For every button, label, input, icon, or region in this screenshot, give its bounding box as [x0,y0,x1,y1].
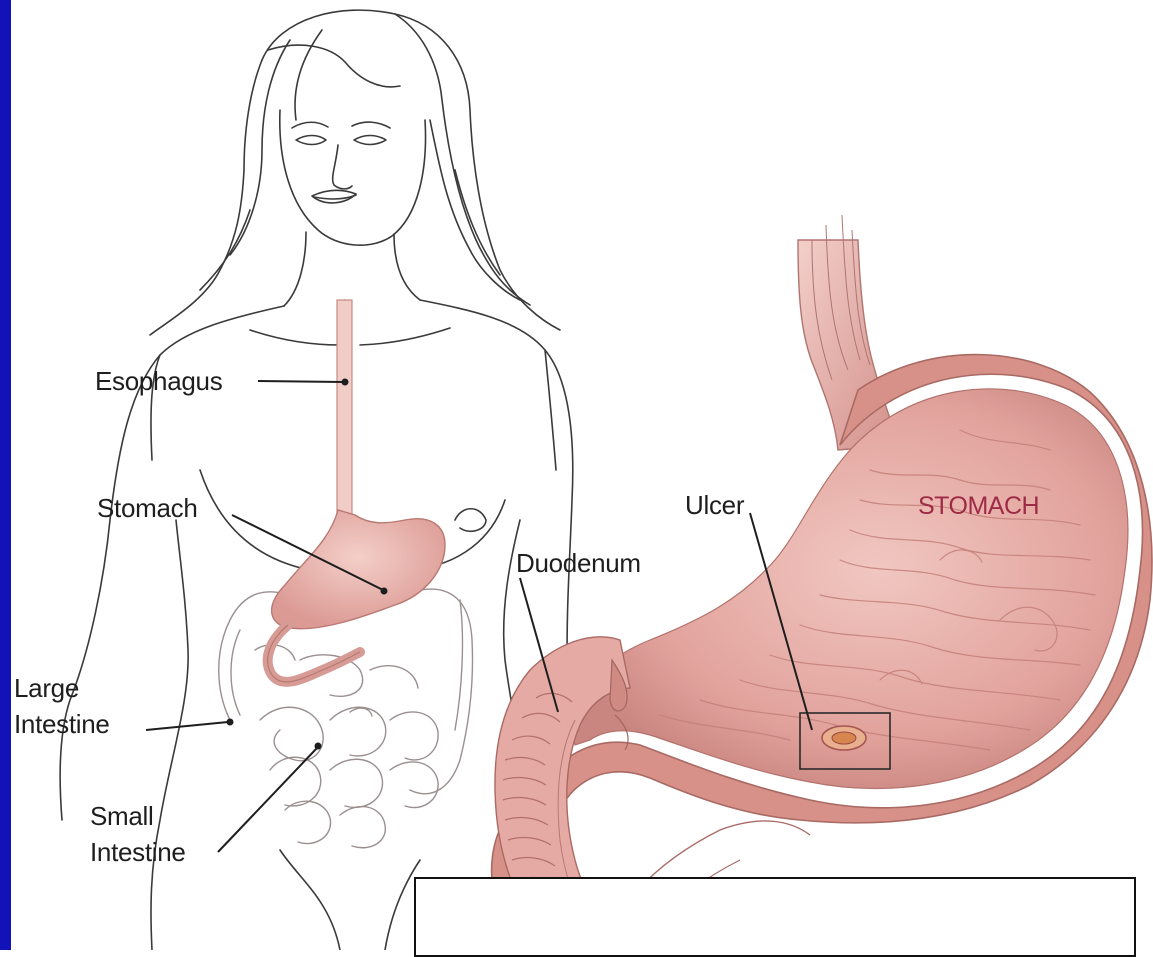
label-esophagus: Esophagus [95,366,222,396]
figure-digestive-organs [268,300,445,682]
intestines-lineart [219,589,473,848]
stomach-cross-section [492,215,1152,950]
hair-outline [262,10,560,330]
torso [151,520,188,950]
right-arm [420,300,573,700]
neck [284,232,306,306]
caption-box [414,877,1136,957]
label-duodenum: Duodenum [516,548,641,578]
label-small-intestine-line2: Intestine [90,834,186,870]
large-intestine-leader [146,722,228,730]
label-large-intestine-line2: Intestine [14,706,110,742]
label-small-intestine-line1: Small [90,798,186,834]
esophagus-leader [258,381,343,382]
label-small-intestine: Small Intestine [90,798,186,870]
face-outline [280,110,426,245]
label-ulcer: Ulcer [685,490,744,520]
label-large-intestine: Large Intestine [14,670,110,742]
figure-stomach [272,510,445,629]
label-large-intestine-line1: Large [14,670,110,706]
figure-esophagus [337,300,352,524]
label-stomach-caps: STOMACH [918,492,1039,521]
small-intestine-leader [218,748,317,852]
label-stomach: Stomach [97,493,198,523]
